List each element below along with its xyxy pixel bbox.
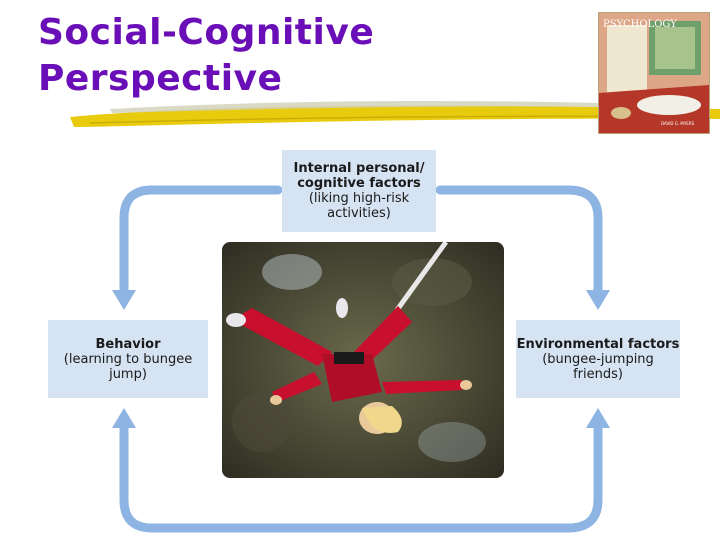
- bungee-jump-illustration: [222, 242, 504, 478]
- title-underline: [70, 101, 720, 127]
- slide-title-line2: Perspective: [38, 58, 283, 99]
- arrowhead-right-down: [586, 290, 610, 310]
- internal-factors-detail: (liking high-risk activities): [308, 191, 410, 221]
- slide-title: Social-Cognitive Perspective: [38, 10, 374, 102]
- arrow-bottom-to-left: [119, 421, 365, 533]
- book-cover-author: DAVID G. MYERS: [661, 121, 695, 126]
- behavior-detail: (learning to bungee jump): [63, 351, 193, 382]
- environmental-factors-detail: (bungee-jumping friends): [542, 351, 654, 382]
- book-cover-title: PSYCHOLOGY: [603, 19, 677, 30]
- behavior-box: Behavior (learning to bungee jump): [48, 320, 208, 398]
- environmental-factors-box: Environmental factors (bungee-jumping fr…: [516, 320, 680, 398]
- arrow-bottom-to-right: [355, 421, 603, 533]
- behavior-heading: Behavior: [95, 336, 161, 352]
- arrow-top-to-left: [119, 185, 283, 297]
- arrowhead-left-down: [112, 290, 136, 310]
- internal-factors-heading: Internal personal/ cognitive factors: [293, 161, 425, 191]
- environmental-factors-heading: Environmental factors: [516, 336, 680, 352]
- arrowhead-right-up: [586, 408, 610, 428]
- slide-title-line1: Social-Cognitive: [38, 12, 375, 53]
- bungee-jump-photo: [222, 242, 504, 478]
- book-cover-art: PSYCHOLOGY DAVID G. MYERS: [599, 13, 709, 133]
- internal-factors-box: Internal personal/ cognitive factors (li…: [282, 150, 436, 232]
- book-cover: PSYCHOLOGY DAVID G. MYERS: [598, 12, 710, 134]
- arrow-top-to-right: [435, 185, 603, 297]
- arrowhead-left-up: [112, 408, 136, 428]
